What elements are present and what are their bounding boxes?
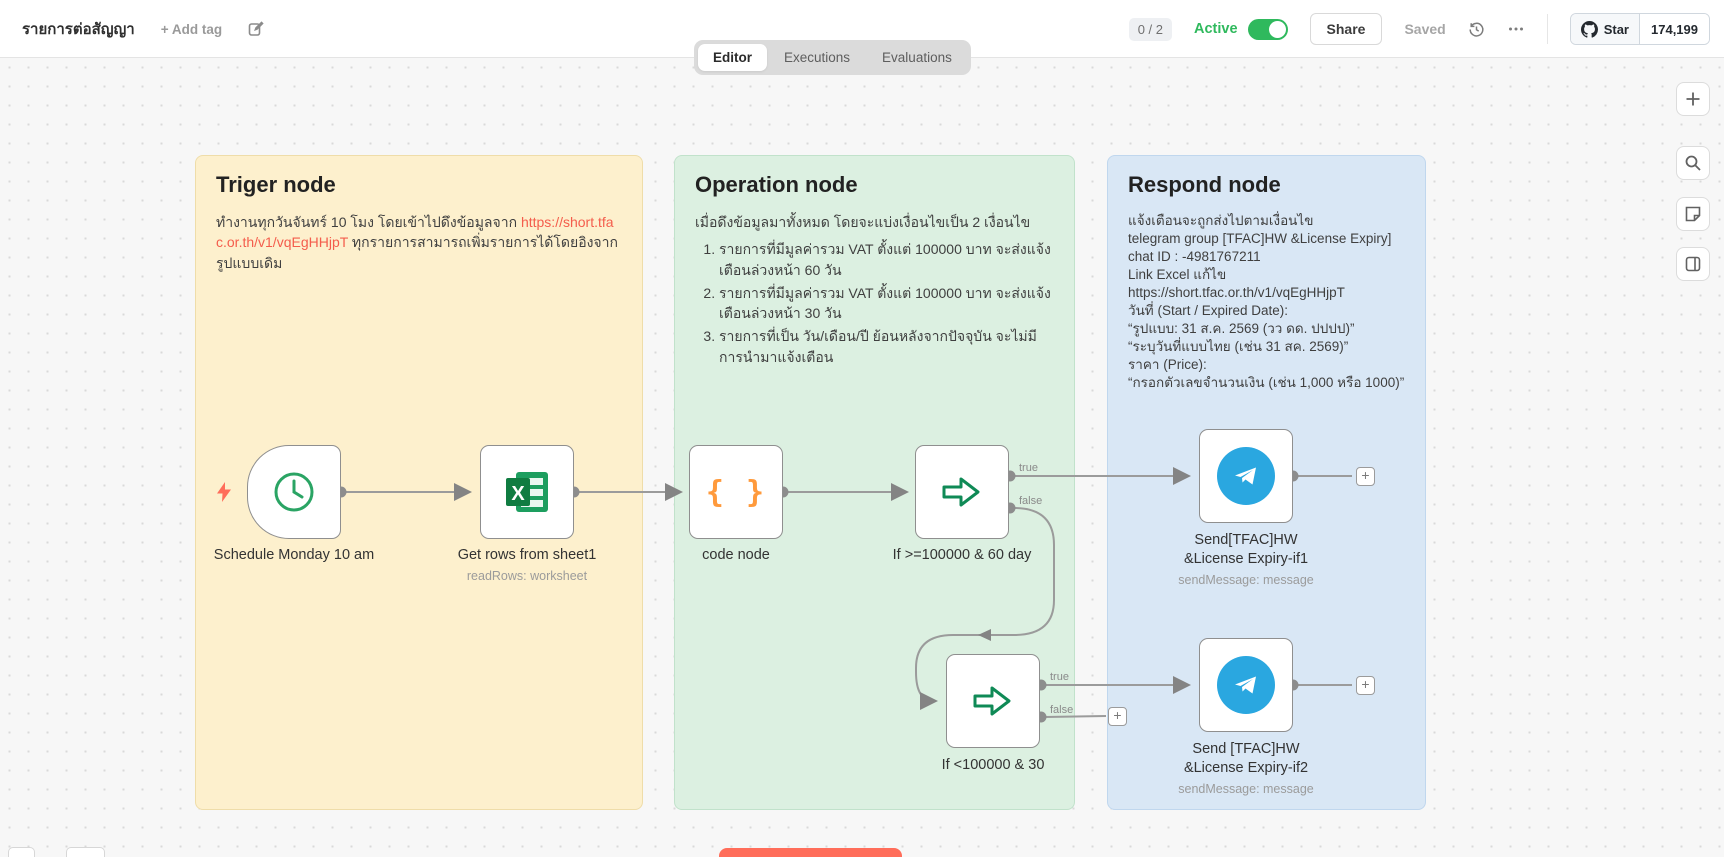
sticky-note-title: Respond node <box>1128 172 1281 197</box>
node-subtitle: sendMessage: message <box>1178 572 1314 587</box>
connection-if1-false-to-if2[interactable] <box>915 507 1055 710</box>
share-button[interactable]: Share <box>1309 13 1383 45</box>
respond-line: แจ้งเตือนจะถูกส่งไปตามเงื่อนไข <box>1128 213 1314 228</box>
add-node-button[interactable] <box>1676 82 1710 116</box>
active-toggle[interactable] <box>1247 18 1288 40</box>
node-label-sheets: Get rows from sheet1 readRows: worksheet <box>417 546 637 584</box>
github-star-widget[interactable]: Star 174,199 <box>1569 13 1710 45</box>
zoom-control-partial[interactable] <box>8 847 35 857</box>
port-label-false: false <box>1019 495 1043 507</box>
if-branch-icon <box>973 686 1011 716</box>
github-logo-icon <box>1580 20 1598 38</box>
excel-icon: X <box>506 472 548 512</box>
sticky-note-title: Triger node <box>216 172 336 197</box>
sticky-note-body: เมื่อดึงข้อมูลมาทั้งหมด โดยจะแบ่งเงื่อนไ… <box>695 212 1054 367</box>
issues-counter-badge: 0 / 2 <box>1128 17 1172 41</box>
tab-evaluations[interactable]: Evaluations <box>882 50 952 65</box>
operation-item: รายการที่มีมูลค่ารวม VAT ตั้งแต่ 100000 … <box>719 283 1054 324</box>
node-subtitle: sendMessage: message <box>1178 781 1314 796</box>
version-history-icon[interactable] <box>1468 21 1485 38</box>
node-code[interactable]: { } <box>689 445 783 539</box>
add-node-plus-button[interactable]: + <box>1356 467 1375 486</box>
node-telegram-1[interactable] <box>1199 429 1293 523</box>
sticky-note-link[interactable]: https://short.tfac.or.th/v1/vqEgHHjpT <box>216 214 614 251</box>
node-label-telegram2: Send [TFAC]HW &License Expiry-if2 sendMe… <box>1136 740 1356 797</box>
layout-panel-icon <box>1685 256 1701 272</box>
connection-if2-false-stub[interactable] <box>1044 715 1107 718</box>
node-if-2[interactable] <box>946 654 1040 748</box>
clock-icon <box>274 472 314 512</box>
telegram-icon <box>1217 656 1275 714</box>
respond-line: telegram group [TFAC]HW &License Expiry] <box>1128 230 1392 246</box>
node-if-1[interactable] <box>915 445 1009 539</box>
active-toggle-group: Active <box>1194 18 1288 40</box>
node-label-if2: If <100000 & 30 <box>941 757 1045 773</box>
respond-line: chat ID : -4981767211 <box>1128 248 1261 264</box>
add-node-plus-button[interactable]: + <box>1356 676 1375 695</box>
port-label-false: false <box>1050 704 1074 716</box>
sticky-note-title: Operation node <box>695 172 858 197</box>
execute-workflow-button[interactable] <box>719 848 902 857</box>
trigger-lightning-icon[interactable] <box>214 481 234 508</box>
operation-item: รายการที่มีมูลค่ารวม VAT ตั้งแต่ 100000 … <box>719 239 1054 280</box>
respond-link[interactable]: https://short.tfac.or.th/v1/vqEgHHjpT <box>1128 284 1345 300</box>
search-button[interactable] <box>1676 146 1710 180</box>
saved-status: Saved <box>1404 21 1446 37</box>
code-braces-icon: { } <box>705 474 767 510</box>
workflow-title[interactable]: รายการต่อสัญญา <box>22 21 135 38</box>
respond-line: “ระบุวันที่แบบไทย (เช่น 31 สค. 2569)” <box>1128 338 1349 354</box>
port-label-true: true <box>1050 671 1069 683</box>
port-label-true: true <box>1019 462 1038 474</box>
svg-text:X: X <box>511 483 525 505</box>
toggle-knob <box>1268 20 1286 38</box>
add-sticky-note-button[interactable] <box>1676 197 1710 231</box>
node-schedule-trigger[interactable] <box>247 445 341 539</box>
node-label-telegram1: Send[TFAC]HW &License Expiry-if1 sendMes… <box>1136 531 1356 588</box>
view-tabs: Editor Executions Evaluations <box>694 40 971 75</box>
respond-line: ราคา (Price): <box>1128 356 1207 372</box>
header-right: 0 / 2 Active Share Saved Star <box>1128 0 1710 58</box>
plus-icon <box>1686 92 1700 106</box>
tab-editor[interactable]: Editor <box>698 44 767 71</box>
tab-executions[interactable]: Executions <box>784 50 851 65</box>
sticky-note-body: ทำงานทุกวันจันทร์ 10 โมง โดยเข้าไปดึงข้อ… <box>216 214 618 271</box>
respond-line: “กรอกตัวเลขจำนวนเงิน (เช่น 1,000 หรือ 10… <box>1128 374 1405 390</box>
node-label-schedule: Schedule Monday 10 am <box>213 547 375 563</box>
operation-item: รายการที่เป็น วัน/เดือน/ปี ย้อนหลังจากปั… <box>719 326 1054 367</box>
add-tag-button[interactable]: + Add tag <box>160 21 223 37</box>
header-separator <box>1546 14 1548 44</box>
telegram-icon <box>1217 447 1275 505</box>
github-star-count[interactable]: 174,199 <box>1640 14 1709 44</box>
header-left: รายการต่อสัญญา + Add tag <box>22 0 264 58</box>
connection-direction-arrow <box>978 629 991 641</box>
github-star-label: Star <box>1603 21 1629 37</box>
workflow-canvas[interactable]: Triger node ทำงานทุกวันจันทร์ 10 โมง โดย… <box>0 58 1724 857</box>
zoom-control-partial[interactable] <box>66 847 105 857</box>
active-label: Active <box>1194 21 1238 37</box>
node-label-if1: If >=100000 & 60 day <box>892 547 1032 563</box>
node-google-sheets[interactable]: X <box>480 445 574 539</box>
respond-line: Link Excel แก้ไข <box>1128 266 1227 282</box>
node-subtitle: readRows: worksheet <box>466 568 588 583</box>
respond-line: “รูปแบบ: 31 ส.ค. 2569 (วว ดด. ปปปป)” <box>1128 320 1355 336</box>
toggle-panel-button[interactable] <box>1676 247 1710 281</box>
search-icon <box>1685 155 1701 171</box>
node-telegram-2[interactable] <box>1199 638 1293 732</box>
sticky-note-icon <box>1685 206 1701 222</box>
edit-workflow-icon[interactable] <box>248 21 264 37</box>
add-node-plus-button[interactable]: + <box>1108 707 1127 726</box>
github-star-button[interactable]: Star <box>1570 14 1640 44</box>
more-options-icon[interactable] <box>1507 20 1525 38</box>
node-label-code: code node <box>702 547 770 563</box>
respond-line: วันที่ (Start / Expired Date): <box>1128 302 1289 318</box>
if-branch-icon <box>942 477 980 507</box>
